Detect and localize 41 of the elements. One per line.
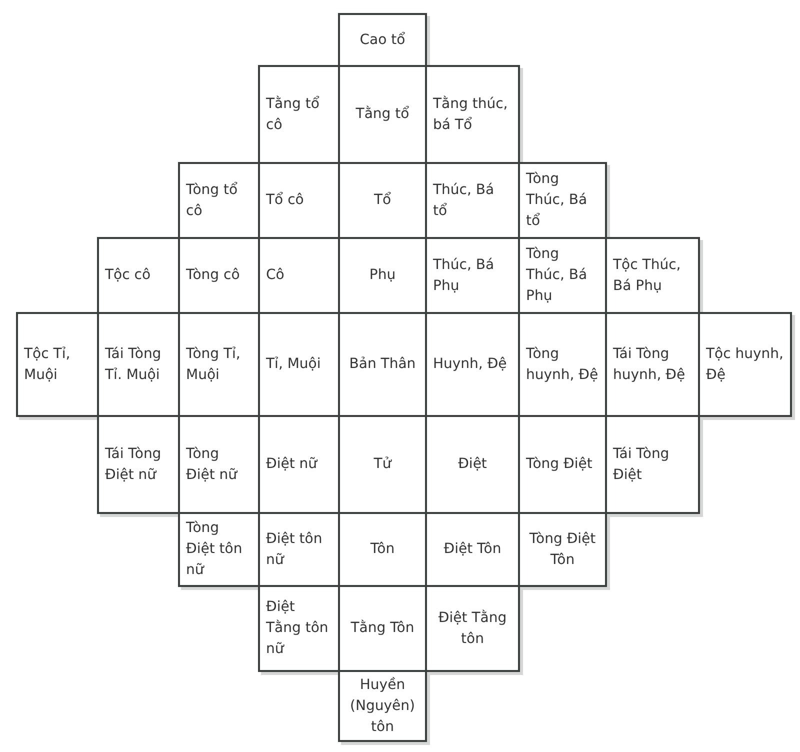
kinship-cell: Huynh, Đệ [425,312,520,417]
kinship-cell: Cao tổ [338,13,427,67]
kinship-cell: Thúc, Bá tổ [425,162,520,239]
kinship-cell: Điệt Tằng tôn nữ [258,585,340,672]
kinship-cell: Tòng Điệt [518,415,607,514]
kinship-cell: Huyền (Nguyên) tôn [338,670,427,742]
kinship-cell: Tằng Tôn [338,585,427,672]
kinship-cell: Tôn [338,512,427,587]
kinship-cell: Tòng Thúc, Bá Phụ [518,237,607,314]
kinship-cell: Tổ cô [258,162,340,239]
kinship-cell: Cô [258,237,340,314]
kinship-cell: Tòng huynh, Đệ [518,312,607,417]
kinship-cell: Điệt [425,415,520,514]
kinship-cell: Tái Tòng Điệt [605,415,700,514]
kinship-cell: Tằng tổ [338,65,427,164]
kinship-cell: Tái Tòng Điệt nữ [97,415,180,514]
kinship-cell: Điệt tôn nữ [258,512,340,587]
kinship-cell: Tòng cô [178,237,260,314]
kinship-cell: Điệt Tôn [425,512,520,587]
kinship-cell: Tỉ, Muội [258,312,340,417]
kinship-cell: Điệt Tằng tôn [425,585,520,672]
kinship-cell: Tòng Thúc, Bá tổ [518,162,607,239]
kinship-cell: Bản Thân [338,312,427,417]
kinship-cell: Tổ [338,162,427,239]
kinship-cell: Thúc, Bá Phụ [425,237,520,314]
kinship-cell: Tằng thúc, bá Tổ [425,65,520,164]
kinship-cell: Tộc Thúc, Bá Phụ [605,237,700,314]
kinship-cell: Điệt nữ [258,415,340,514]
kinship-cell: Tòng Tỉ, Muội [178,312,260,417]
kinship-cell: Tử [338,415,427,514]
kinship-cell: Tòng Điệt tôn nữ [178,512,260,587]
kinship-cell: Tằng tổ cô [258,65,340,164]
kinship-cell: Tái Tòng Tỉ. Muội [97,312,180,417]
kinship-cell: Tòng Điệt Tôn [518,512,607,587]
kinship-cell: Tộc Tỉ, Muội [16,312,99,417]
kinship-cell: Tộc cô [97,237,180,314]
kinship-cell: Phụ [338,237,427,314]
kinship-cell: Tộc huynh, Đệ [698,312,792,417]
kinship-cell: Tái Tòng huynh, Đệ [605,312,700,417]
kinship-cell: Tòng tổ cô [178,162,260,239]
kinship-cell: Tòng Điệt nữ [178,415,260,514]
